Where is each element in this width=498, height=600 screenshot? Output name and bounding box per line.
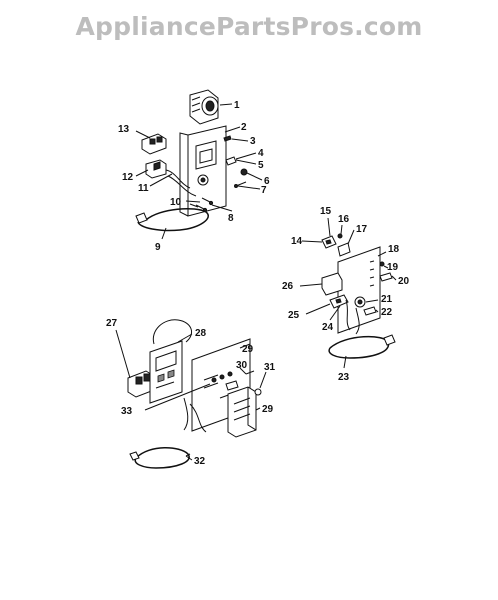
- callout-5: 5: [258, 160, 264, 171]
- part-20: [379, 272, 393, 282]
- part-22: [363, 306, 377, 316]
- control-board-28: [149, 340, 183, 404]
- assembly-right: 14 15 16 17 18 19 20 21 22 23 24 25 26: [282, 206, 410, 383]
- assembly-top: 1 2 3 4 5 6 7 8 9 10 11 12 13: [118, 89, 270, 253]
- hardware-33: [211, 371, 239, 391]
- motor-part: [189, 89, 219, 125]
- callout-4: 4: [258, 148, 264, 159]
- wire-11: [165, 169, 191, 189]
- parts-14-17: [321, 233, 351, 257]
- callout-20: 20: [398, 276, 410, 287]
- callout-17: 17: [356, 224, 368, 235]
- connector-part-12: [145, 159, 167, 179]
- callout-6: 6: [264, 176, 270, 187]
- callout-19: 19: [387, 262, 399, 273]
- callout-29-bottom: 29: [262, 404, 274, 415]
- callout-9: 9: [155, 242, 161, 253]
- watermark: AppliancePartsPros.com: [75, 12, 423, 41]
- callout-31: 31: [264, 362, 276, 373]
- mounting-plate: [179, 125, 227, 217]
- callout-24: 24: [322, 322, 334, 333]
- callout-15: 15: [320, 206, 332, 217]
- callout-25: 25: [288, 310, 300, 321]
- part-19: [379, 261, 385, 267]
- callout-33: 33: [121, 406, 133, 417]
- callout-27: 27: [106, 318, 118, 329]
- callout-18: 18: [388, 244, 400, 255]
- part-26: [321, 272, 343, 296]
- power-cord-9: [135, 207, 209, 232]
- callout-7: 7: [261, 185, 267, 196]
- housing-29-front: [227, 386, 257, 438]
- callout-2: 2: [241, 122, 247, 133]
- callout-14: 14: [291, 236, 303, 247]
- switch-part-13: [141, 133, 167, 155]
- callout-1: 1: [234, 100, 240, 111]
- callout-12: 12: [122, 172, 134, 183]
- small-hardware: [223, 135, 248, 188]
- callout-16: 16: [338, 214, 350, 225]
- assembly-bottom: 27 28 29 30 31 32 33 29: [106, 318, 276, 469]
- callout-3: 3: [250, 136, 256, 147]
- callout-21: 21: [381, 294, 393, 305]
- callout-29-top: 29: [242, 344, 254, 355]
- callout-32: 32: [194, 456, 206, 467]
- callout-13: 13: [118, 124, 130, 135]
- callout-10: 10: [170, 197, 182, 208]
- part-31: [254, 388, 262, 396]
- part-30: [245, 370, 255, 375]
- callout-28: 28: [195, 328, 207, 339]
- power-cord-23: [328, 334, 396, 359]
- callout-30: 30: [236, 360, 248, 371]
- power-cord-32: [129, 447, 191, 469]
- callout-23: 23: [338, 372, 350, 383]
- callout-22: 22: [381, 307, 393, 318]
- callout-26: 26: [282, 281, 294, 292]
- callout-11: 11: [138, 183, 149, 194]
- callout-8: 8: [228, 213, 234, 224]
